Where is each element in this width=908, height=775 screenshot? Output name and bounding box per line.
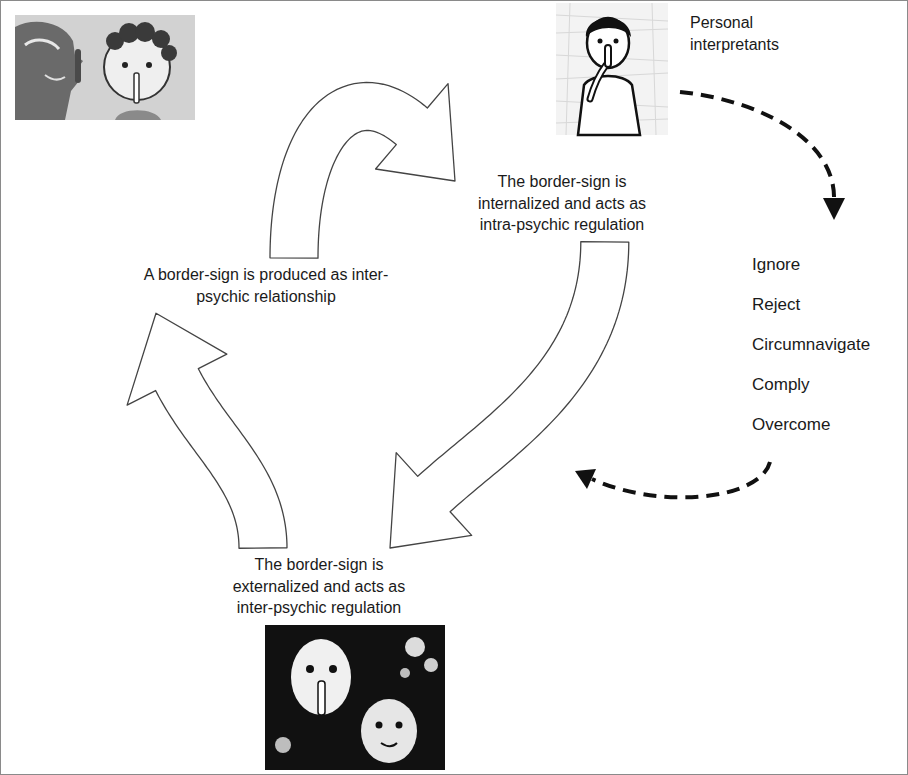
stage-text-block: The border-sign is internalized and acts…: [455, 165, 669, 242]
cycle-block-arrow: [270, 82, 455, 258]
dashed-arrow: [592, 462, 770, 497]
dashed-arrowhead: [575, 469, 596, 489]
stage-text-block: A border-sign is produced as inter-psych…: [126, 258, 406, 313]
list-item: Overcome: [752, 414, 902, 436]
list-item: Circumnavigate: [752, 334, 902, 356]
stage-description: The border-sign is internalized and acts…: [461, 171, 663, 236]
list-item-text: Ignore: [752, 255, 800, 274]
list-item-text: Circumnavigate: [752, 335, 870, 354]
stage-text-block: The border-sign is externalized and acts…: [208, 548, 430, 625]
list-item: Ignore: [752, 254, 902, 276]
list-item-text: Reject: [752, 295, 800, 314]
photo-adult-child: [15, 15, 195, 120]
cycle-block-arrow: [127, 313, 287, 548]
list-item-text: Overcome: [752, 415, 830, 434]
photo-children: [265, 625, 445, 770]
list-heading-text: Personal interpretants: [690, 14, 779, 53]
dashed-arrowhead: [823, 198, 845, 220]
list-heading: Personal interpretants: [690, 12, 802, 55]
list-item: Reject: [752, 294, 902, 316]
dashed-arrow: [680, 92, 834, 200]
photo-boy: [556, 3, 668, 135]
list-item-text: Comply: [752, 375, 810, 394]
stage-description: A border-sign is produced as inter-psych…: [132, 264, 400, 307]
cycle-block-arrow: [390, 242, 629, 548]
list-item: Comply: [752, 374, 902, 396]
stage-description: The border-sign is externalized and acts…: [214, 554, 424, 619]
